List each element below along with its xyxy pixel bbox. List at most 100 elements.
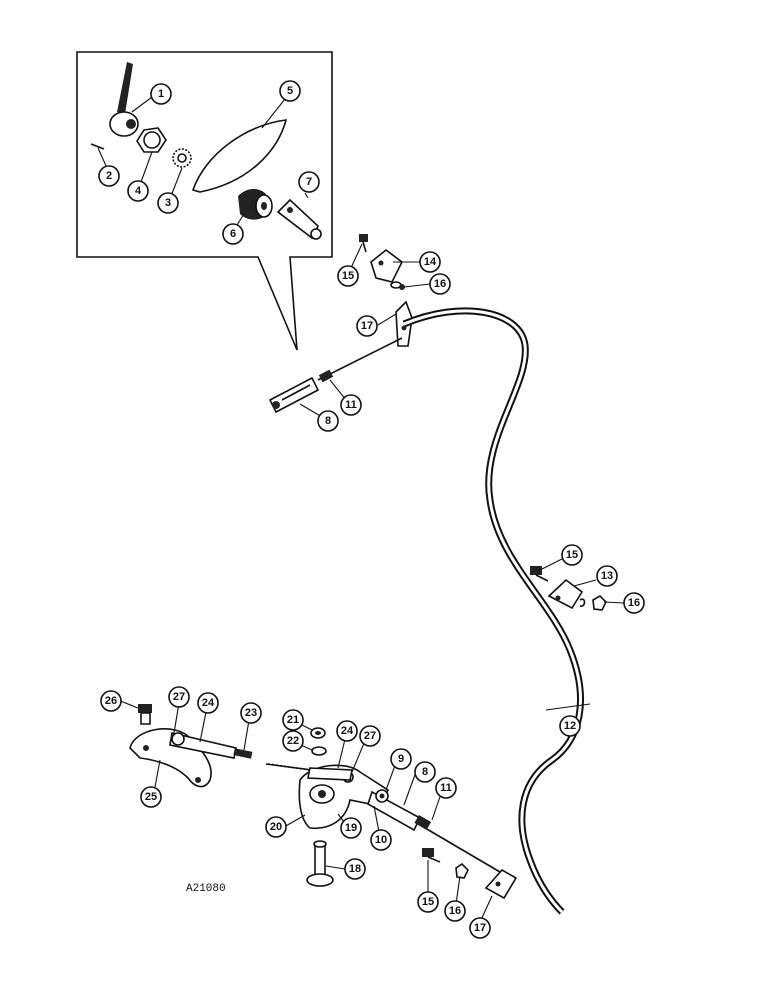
svg-text:1: 1 <box>158 88 164 100</box>
callout-8-upper: 8 <box>317 410 339 432</box>
svg-text:16: 16 <box>628 597 640 609</box>
lower-bolt <box>422 848 441 863</box>
center-link <box>307 767 353 781</box>
callout-23: 23 <box>240 702 262 724</box>
callout-15-middle: 15 <box>561 544 583 566</box>
callout-25: 25 <box>140 786 162 808</box>
callout-11-upper: 11 <box>340 394 362 416</box>
washer-stack <box>310 727 327 756</box>
svg-text:12: 12 <box>564 720 576 732</box>
svg-text:25: 25 <box>145 791 157 803</box>
callout-24-left: 24 <box>197 692 219 714</box>
svg-text:11: 11 <box>440 782 452 794</box>
svg-text:27: 27 <box>173 691 185 703</box>
svg-text:4: 4 <box>135 185 142 197</box>
upper-bolt <box>359 234 368 253</box>
svg-text:26: 26 <box>105 695 117 707</box>
callout-3: 3 <box>157 192 179 214</box>
svg-text:15: 15 <box>342 270 354 282</box>
callout-8-lower: 8 <box>414 761 436 783</box>
callout-22: 22 <box>282 730 304 752</box>
left-bolt <box>138 704 152 725</box>
callout-13: 13 <box>596 565 618 587</box>
callout-27-center: 27 <box>359 725 381 747</box>
hex-nut <box>136 127 167 153</box>
knob-lever <box>109 62 139 137</box>
upper-rod <box>317 337 403 383</box>
callout-16-upper: 16 <box>429 273 451 295</box>
threaded-rod <box>265 763 313 771</box>
callout-7: 7 <box>298 171 320 193</box>
svg-text:7: 7 <box>306 176 312 188</box>
svg-text:16: 16 <box>449 905 461 917</box>
clevis-fitting <box>276 198 322 240</box>
callout-18: 18 <box>344 858 366 880</box>
callout-19: 19 <box>340 817 362 839</box>
callout-10: 10 <box>370 829 392 851</box>
drawing-number: A21080 <box>186 883 226 895</box>
middle-bolt <box>530 566 549 582</box>
upper-clevis <box>268 376 320 414</box>
svg-text:14: 14 <box>424 256 437 268</box>
callout-16-middle: 16 <box>623 592 645 614</box>
callout-1: 1 <box>150 83 172 105</box>
svg-text:22: 22 <box>287 735 299 747</box>
callout-27-left: 27 <box>168 686 190 708</box>
svg-text:10: 10 <box>375 834 387 846</box>
callout-26: 26 <box>100 690 122 712</box>
callout-12: 12 <box>559 715 581 737</box>
callout-20: 20 <box>265 816 287 838</box>
callout-6: 6 <box>222 223 244 245</box>
cable-clamp <box>547 578 586 610</box>
shoulder-bolt <box>306 840 334 887</box>
callout-21: 21 <box>282 709 304 731</box>
svg-text:17: 17 <box>361 320 373 332</box>
callout-15-upper: 15 <box>337 265 359 287</box>
pin <box>90 143 105 150</box>
upper-nut <box>390 281 405 290</box>
svg-text:21: 21 <box>287 714 299 726</box>
callout-14: 14 <box>419 251 441 273</box>
svg-text:24: 24 <box>341 725 354 737</box>
callouts: 1 2 4 3 5 6 7 14 15 16 17 8 11 15 13 16 … <box>98 80 645 939</box>
svg-text:9: 9 <box>398 753 404 765</box>
svg-text:15: 15 <box>566 549 578 561</box>
svg-text:3: 3 <box>165 197 171 209</box>
svg-text:11: 11 <box>345 399 357 411</box>
svg-text:17: 17 <box>474 922 486 934</box>
svg-text:2: 2 <box>106 170 112 182</box>
callout-11-lower: 11 <box>435 777 457 799</box>
plate <box>191 119 288 193</box>
callout-5: 5 <box>279 80 301 102</box>
callout-17-lower: 17 <box>469 917 491 939</box>
callout-4: 4 <box>127 180 149 202</box>
svg-text:5: 5 <box>287 85 293 97</box>
left-rod-end <box>233 748 253 759</box>
svg-text:19: 19 <box>345 822 357 834</box>
svg-text:23: 23 <box>245 707 257 719</box>
callout-24-center: 24 <box>336 720 358 742</box>
callout-17-upper: 17 <box>356 315 378 337</box>
upper-bracket <box>370 248 404 283</box>
svg-text:6: 6 <box>230 228 236 240</box>
lock-washer <box>172 148 192 168</box>
lower-bracket <box>484 868 518 900</box>
svg-text:20: 20 <box>270 821 282 833</box>
lower-nut <box>455 862 469 879</box>
middle-nut <box>592 595 607 611</box>
svg-text:18: 18 <box>349 863 361 875</box>
left-link <box>169 732 237 759</box>
svg-text:13: 13 <box>601 570 613 582</box>
svg-text:27: 27 <box>364 730 376 742</box>
control-cable <box>402 307 584 915</box>
callout-2: 2 <box>98 165 120 187</box>
callout-9: 9 <box>390 748 412 770</box>
right-link <box>367 789 422 832</box>
knurled-sleeve <box>238 189 273 220</box>
svg-text:24: 24 <box>202 697 215 709</box>
svg-text:8: 8 <box>422 766 428 778</box>
svg-text:15: 15 <box>422 896 434 908</box>
lower-rod <box>414 815 501 873</box>
svg-text:16: 16 <box>434 278 446 290</box>
